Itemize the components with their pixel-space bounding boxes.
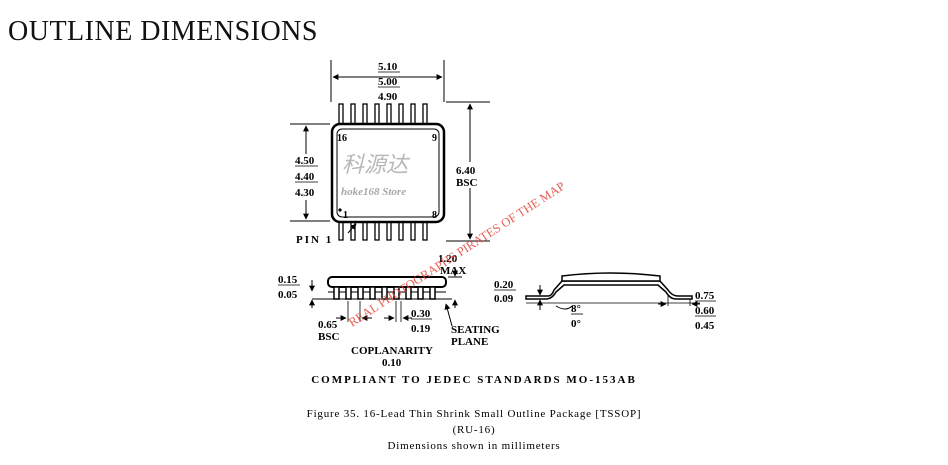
foot-dim-max: 0.75 bbox=[695, 290, 715, 302]
jedec-compliance-note: COMPLIANT TO JEDEC STANDARDS MO-153AB bbox=[311, 374, 637, 386]
side-view: 0.15 0.05 1.20 MAX 0.65 BSC 0.30 0.19 SE… bbox=[278, 253, 500, 369]
figure-caption: Figure 35. 16-Lead Thin Shrink Small Out… bbox=[306, 408, 642, 420]
end-view: 0.20 0.09 8° 0° 0.75 0.60 0.45 bbox=[494, 272, 716, 332]
pin-label-8: 8 bbox=[432, 210, 437, 221]
body-dim-nom: 4.40 bbox=[295, 171, 315, 183]
end-view-profile bbox=[525, 280, 693, 300]
width-dim-min: 4.90 bbox=[378, 91, 398, 103]
pitch-dim-value: 0.65 bbox=[318, 319, 338, 331]
height-dim-value: 1.20 bbox=[438, 253, 458, 265]
span-dim-bsc: BSC bbox=[456, 177, 477, 189]
body-dim-min: 4.30 bbox=[295, 187, 315, 199]
page-title: OUTLINE DIMENSIONS bbox=[8, 16, 318, 47]
figure-package-code: (RU-16) bbox=[452, 424, 496, 436]
angle-dim-min: 0° bbox=[571, 318, 581, 330]
pin-label-9: 9 bbox=[432, 133, 437, 144]
seating-plane-label-2: PLANE bbox=[451, 336, 488, 348]
watermark-logo-cn: 科源达 bbox=[342, 152, 411, 177]
units-note: Dimensions shown in millimeters bbox=[387, 440, 561, 452]
body-dim-max: 4.50 bbox=[295, 155, 315, 167]
standoff-dim-max: 0.15 bbox=[278, 274, 298, 286]
pitch-dim-bsc: BSC bbox=[318, 331, 339, 343]
foot-dim-nom: 0.60 bbox=[695, 305, 715, 317]
top-view: 16 9 1 8 科源达 hoke168 Store 5.10 5.00 4.9… bbox=[290, 60, 490, 246]
lead-width-dim-min: 0.19 bbox=[411, 323, 431, 335]
span-dim-value: 6.40 bbox=[456, 165, 476, 177]
coplanarity-label: COPLANARITY bbox=[351, 345, 433, 357]
package-body bbox=[330, 122, 446, 224]
width-dim-max: 5.10 bbox=[378, 61, 398, 73]
standoff-dim-min: 0.05 bbox=[278, 289, 298, 301]
angle-dim-max: 8° bbox=[571, 303, 581, 315]
width-dim-nom: 5.00 bbox=[378, 76, 398, 88]
seating-plane-label-1: SEATING bbox=[451, 324, 500, 336]
thickness-dim-max: 0.20 bbox=[494, 279, 514, 291]
foot-dim-min: 0.45 bbox=[695, 320, 715, 332]
pin1-label: PIN 1 bbox=[296, 234, 333, 246]
pin-label-16: 16 bbox=[337, 133, 347, 144]
lead-width-dim-max: 0.30 bbox=[411, 308, 431, 320]
coplanarity-value: 0.10 bbox=[382, 357, 402, 369]
height-dim-max: MAX bbox=[440, 265, 466, 277]
pin-label-1: 1 bbox=[343, 210, 348, 221]
thickness-dim-min: 0.09 bbox=[494, 293, 514, 305]
watermark-logo-store: hoke168 Store bbox=[341, 186, 406, 198]
top-pins bbox=[338, 103, 428, 125]
